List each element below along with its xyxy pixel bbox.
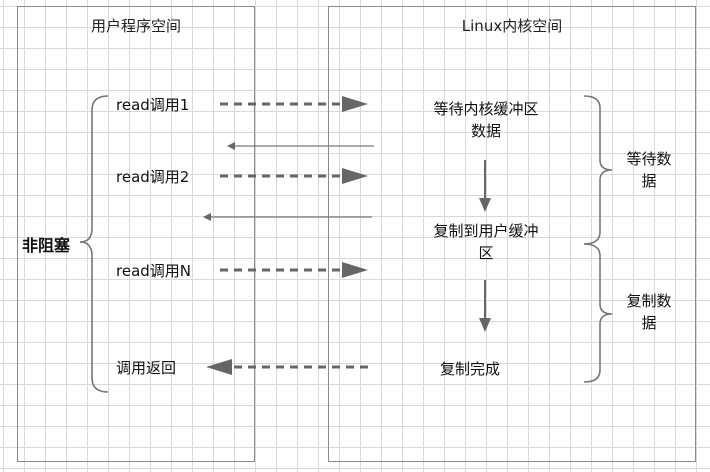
kernel-step-copy-done: 复制完成 (440, 360, 501, 378)
user-space-panel: 用户程序空间 (17, 6, 255, 462)
phase-wait-data: 等待数据 (626, 150, 672, 190)
kernel-flow-arrow-1 (479, 160, 491, 212)
read-call-n-label: read调用N (116, 262, 192, 280)
non-blocking-brace (79, 95, 109, 393)
wait-data-brace (583, 95, 613, 245)
kernel-step-copy-to-user: 复制到用户缓冲区 (433, 222, 539, 262)
read-call-1-arrow (220, 96, 368, 112)
read-call-2-label: read调用2 (116, 168, 190, 186)
kernel-step-wait-buffer: 等待内核缓冲区数据 (433, 100, 539, 140)
call-return-arrow (206, 359, 368, 375)
user-space-title: 用户程序空间 (90, 17, 181, 35)
call-return-label: 调用返回 (116, 359, 177, 377)
kernel-space-title: Linux内核空间 (461, 17, 563, 35)
read-call-1-label: read调用1 (116, 96, 190, 114)
kernel-flow-arrow-2 (479, 280, 491, 332)
kernel-space-panel: Linux内核空间 (328, 6, 696, 462)
non-blocking-label: 非阻塞 (22, 236, 71, 255)
read-call-n-arrow (220, 262, 368, 278)
read-call-2-arrow (220, 168, 368, 184)
phase-copy-data: 复制数据 (626, 292, 672, 332)
copy-data-brace (583, 243, 613, 383)
